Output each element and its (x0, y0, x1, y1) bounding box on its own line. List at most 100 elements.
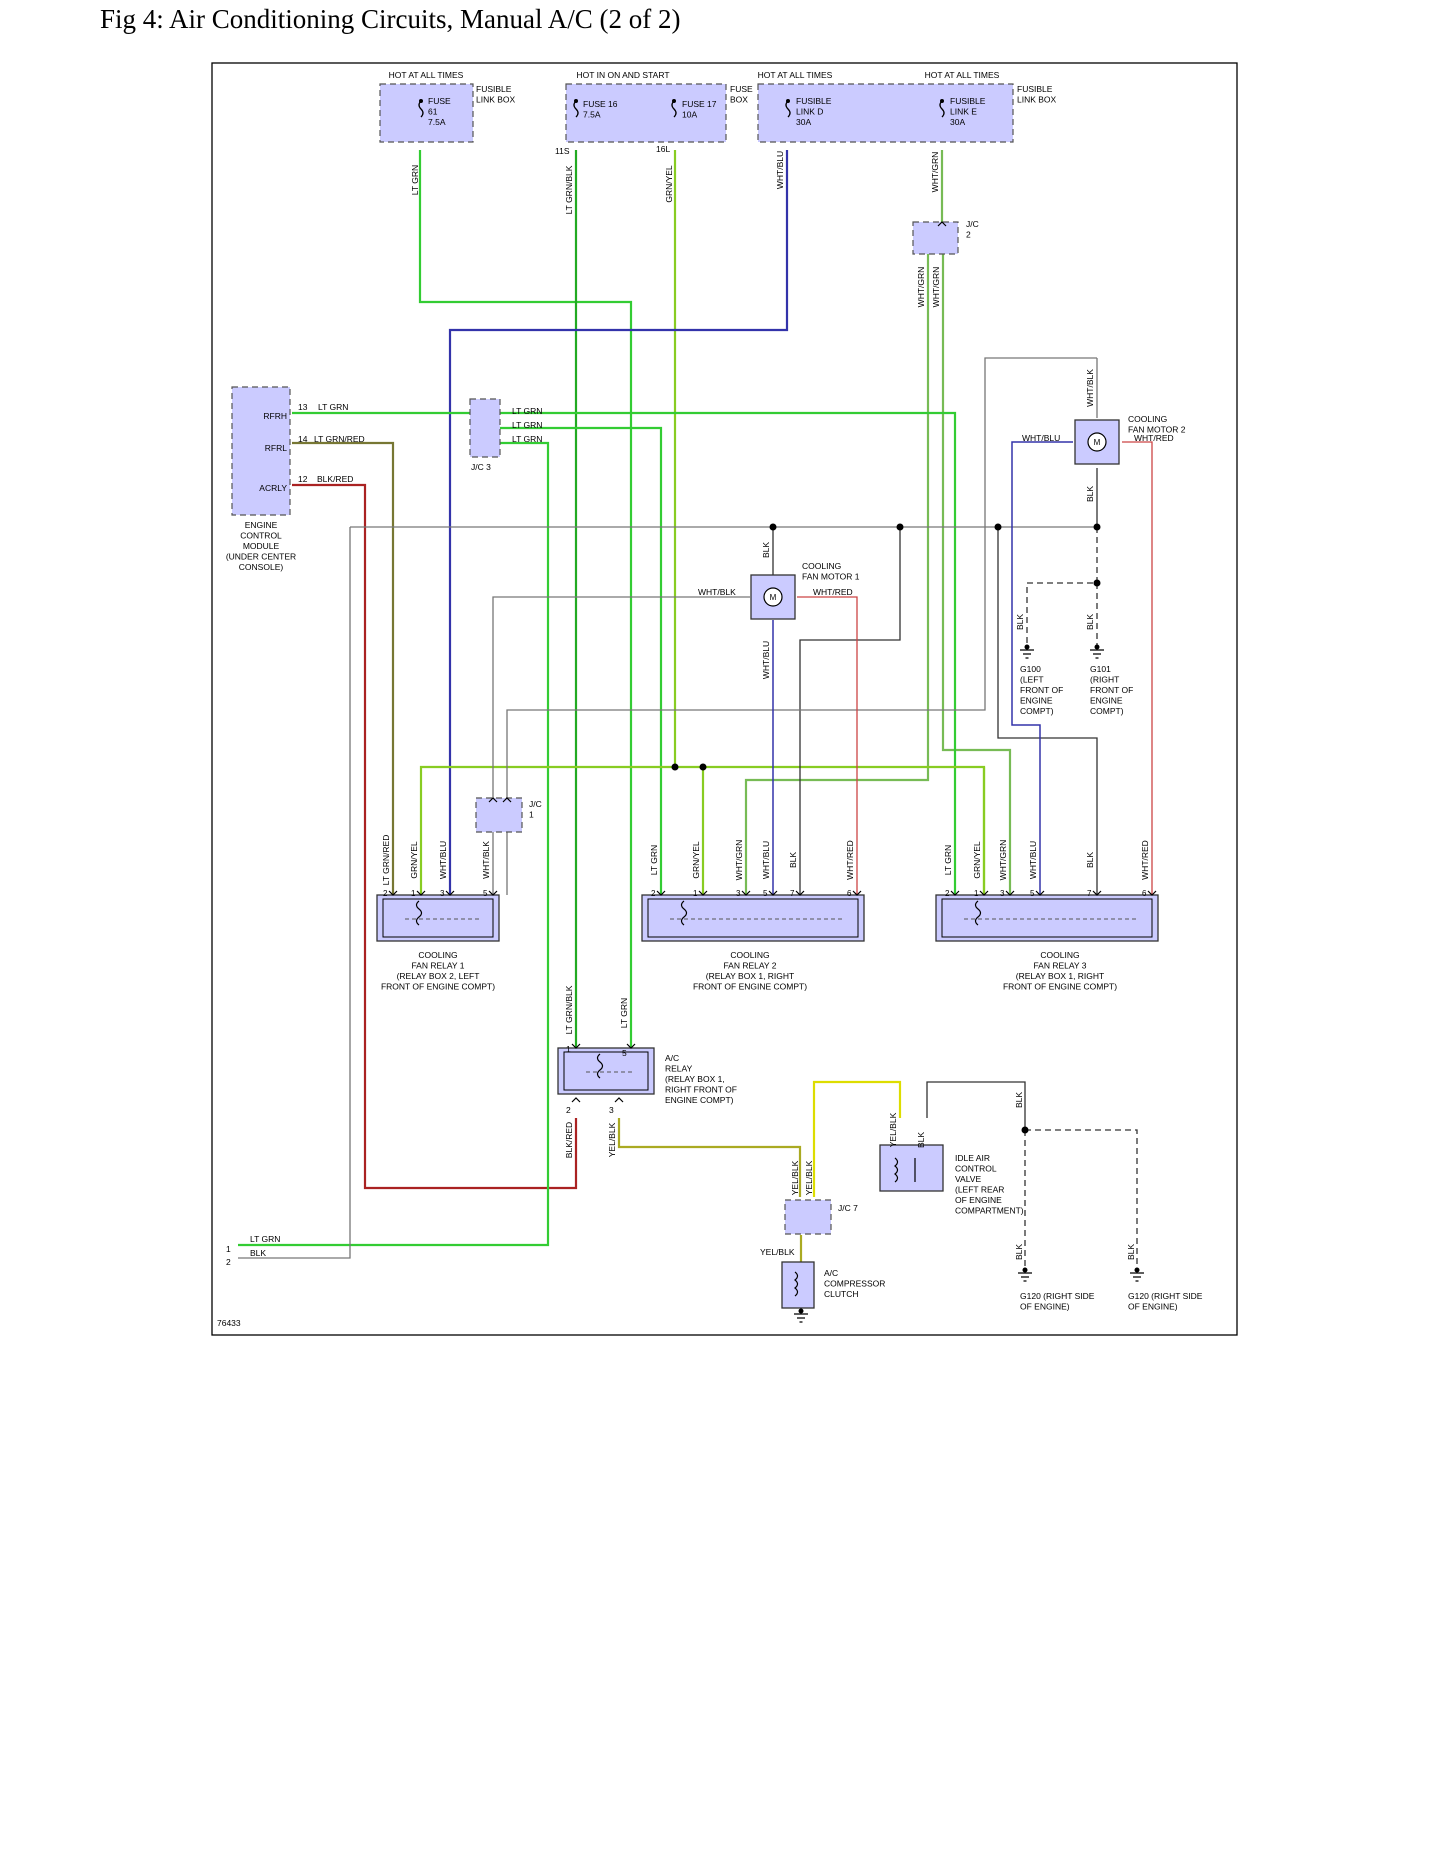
splice-dot (1093, 579, 1101, 587)
r2-pin-number: 3 (736, 889, 741, 898)
r1-pin-number: 2 (383, 889, 388, 898)
r2-label: FRONT OF ENGINE COMPT) (693, 982, 807, 992)
wire-label: BLK (1085, 614, 1095, 630)
splice-dot (699, 763, 707, 771)
wire-bottom-pin2-blk (238, 527, 351, 1259)
wire-relay2-blk (799, 527, 901, 895)
r2-label: FAN RELAY 2 (723, 961, 776, 971)
fuse61-label: 61 (428, 107, 438, 117)
motor1-wht-blk-label: WHT/BLK (698, 587, 736, 597)
ac-relay-pin (571, 1043, 581, 1049)
g101-label: G101 (1090, 664, 1111, 674)
wire-label: LT GRN/BLK (564, 985, 574, 1034)
wire-label: BLK (1085, 486, 1095, 502)
splice-dot (769, 523, 777, 531)
wire-ecm-acrly (292, 483, 578, 1190)
fuse16-label: 7.5A (583, 110, 601, 120)
motor1-wht-red-label: WHT/RED (813, 587, 853, 597)
connector-wire-label: BLK (250, 1248, 266, 1258)
wire-label: YEL/BLK (790, 1160, 800, 1195)
fuse-terminal (672, 99, 676, 103)
jc7-label: J/C 7 (838, 1203, 858, 1213)
wire-fuse61-lt-grn (418, 150, 633, 1053)
cooling-fan-relay-3-coil (974, 900, 982, 926)
ecm-box (231, 386, 291, 516)
wire-ecm-rfrh (292, 411, 957, 895)
cooling-fan-motor-1-m-letter: M (770, 593, 777, 602)
g100-ground-icon (1020, 649, 1034, 659)
connector-pin-number: 1 (226, 1244, 231, 1254)
compressor-box (781, 1261, 815, 1309)
r3-label: COOLING (1040, 950, 1079, 960)
linkd-symbol (785, 100, 791, 118)
relay2-pin (656, 890, 666, 896)
engine-control-module-label: CONTROL (240, 531, 282, 541)
component-layer (231, 83, 1159, 1323)
r1-pin-number: 1 (411, 889, 416, 898)
splice-dot (896, 523, 904, 531)
compressor-ground-icon (794, 1313, 808, 1323)
r1-wire-label: LT GRN/RED (381, 835, 391, 886)
hot-at-all-times-3: HOT AT ALL TIMES (925, 70, 1000, 80)
r2-pin-number: 2 (651, 889, 656, 898)
jc3-label: J/C 3 (471, 462, 491, 472)
ecm-pin-number: 13 (298, 402, 308, 412)
ac-relay-out-pin (571, 1097, 581, 1103)
ac-relay-pin-number: 1 (566, 1044, 571, 1054)
ac-compressor-clutch-label: COMPRESSOR (824, 1279, 885, 1289)
hot-at-all-times-2: HOT AT ALL TIMES (758, 70, 833, 80)
wire-layer (238, 150, 1153, 1270)
r3-wire-label: BLK (1085, 852, 1095, 868)
jc3-wire-label: LT GRN (512, 420, 542, 430)
g120b-label: G120 (RIGHT SIDE (1128, 1291, 1203, 1301)
figure-id: 76433 (217, 1318, 241, 1328)
g101-label: COMPT) (1090, 706, 1124, 716)
fusible-link-box-label-1: FUSIBLE (476, 84, 512, 94)
cooling-fan-relay-1-coil (415, 900, 423, 926)
idle-air-control-valve-label: (LEFT REAR (955, 1185, 1004, 1195)
g101-ground-icon (1090, 649, 1104, 659)
r2-wire-label: LT GRN (649, 845, 659, 875)
fusible-link-box-label-2: FUSIBLE (1017, 84, 1053, 94)
wire-label: BLK (1014, 1092, 1024, 1108)
hot-in-on-and-start: HOT IN ON AND START (576, 70, 669, 80)
ecm-wire-label: LT GRN/RED (314, 434, 365, 444)
r1-label: FRONT OF ENGINE COMPT) (381, 982, 495, 992)
relay2-pin (698, 890, 708, 896)
r2-pin-number: 6 (847, 889, 852, 898)
g120a-label: OF ENGINE) (1020, 1302, 1070, 1312)
jc1-box (475, 797, 523, 833)
r1-label: (RELAY BOX 2, LEFT (397, 971, 480, 981)
ac-relay-pin-number: 3 (609, 1105, 614, 1115)
wire-label: WHT/BLK (1085, 369, 1095, 407)
iacv-coil-icon (894, 1157, 916, 1183)
ac-relay-inner (563, 1051, 649, 1091)
wire-relay3-blk (997, 527, 1098, 895)
ac-relay-coil (596, 1053, 604, 1079)
g120b-label: OF ENGINE) (1128, 1302, 1178, 1312)
ground-terminal (1022, 1267, 1028, 1273)
cooling-fan-motor-2-label: FAN MOTOR 2 (1128, 425, 1186, 435)
wire-jc2-wht-grn-b (941, 250, 1012, 895)
ground-terminal (1024, 644, 1030, 650)
ac-relay-label: RIGHT FRONT OF (665, 1085, 737, 1095)
ac-compressor-clutch-label: A/C (824, 1268, 838, 1278)
idle-air-control-valve-label: OF ENGINE (955, 1195, 1002, 1205)
fusible-link-d-label: FUSIBLE (796, 96, 832, 106)
relay3-pin (1147, 890, 1157, 896)
cooling-fan-relay-2-coil (680, 900, 688, 926)
wire-linkd-wht-blu (448, 150, 789, 895)
fusible-link-e-label: FUSIBLE (950, 96, 986, 106)
relay2-pin (768, 890, 778, 896)
fusible-link-box (757, 83, 1014, 143)
wire-label: YEL/BLK (607, 1122, 617, 1157)
g101-label: (RIGHT (1090, 675, 1119, 685)
wire-label: BLK (916, 1132, 926, 1148)
r2-pin-number: 1 (693, 889, 698, 898)
ground-terminal (798, 1308, 804, 1314)
r3-wire-label: LT GRN (943, 845, 953, 875)
wire-iacv-blk (926, 1081, 1026, 1130)
idle-air-control-valve-label: VALVE (955, 1174, 981, 1184)
ac-relay-label: (RELAY BOX 1, (665, 1074, 725, 1084)
ground-terminal (1134, 1267, 1140, 1273)
